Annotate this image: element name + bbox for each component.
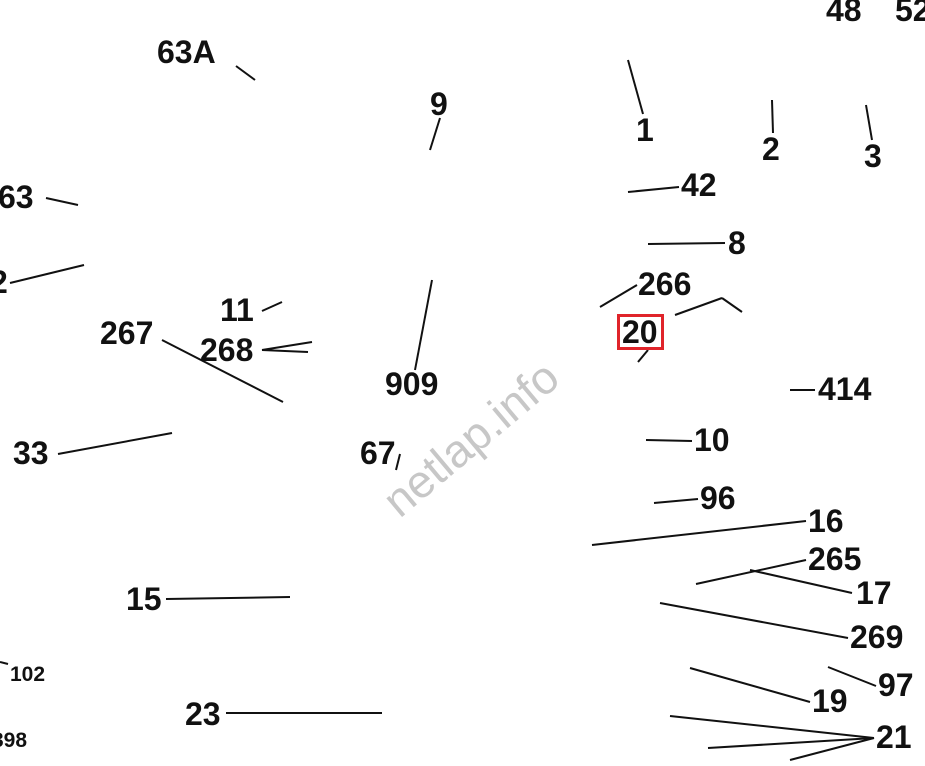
callout-909: 909 (385, 366, 439, 402)
callout-10: 10 (694, 422, 730, 458)
callout-269: 269 (850, 619, 904, 655)
leader-line-21a (669, 715, 875, 739)
leader-line-63a (235, 65, 256, 81)
callout-19: 19 (812, 683, 848, 719)
leader-line-67 (395, 453, 401, 471)
leader-line-2 (771, 99, 774, 134)
callout-398: 398 (0, 729, 28, 752)
leader-line-909 (414, 279, 433, 371)
callout-17: 17 (856, 575, 892, 611)
callout-265: 265 (808, 541, 862, 577)
callout-9: 9 (430, 86, 448, 122)
callout-67: 67 (360, 435, 396, 471)
leader-line-102 (0, 661, 9, 665)
leader-line-20 (637, 349, 649, 363)
callout-266: 266 (638, 266, 692, 302)
leader-line-15 (165, 596, 291, 600)
leader-line-11 (261, 301, 283, 312)
callout-16: 16 (808, 503, 844, 539)
callout-96: 96 (700, 480, 736, 516)
leader-line-96 (653, 498, 699, 504)
callout-21: 21 (876, 719, 912, 755)
callout-33: 33 (13, 435, 49, 471)
leader-line-63 (45, 197, 79, 206)
callout-23: 23 (185, 696, 221, 732)
callout-15: 15 (126, 581, 162, 617)
callout-42: 42 (681, 167, 717, 203)
leader-line-268b (261, 349, 309, 353)
leader-line-269 (659, 602, 849, 639)
leader-line-266 (599, 284, 638, 308)
callout-267: 267 (100, 315, 154, 351)
leader-line-9 (429, 117, 441, 151)
leader-line-21c (789, 737, 875, 761)
callout-2-left: 2 (0, 266, 8, 298)
leader-line-267 (161, 339, 284, 403)
callout-1: 1 (636, 112, 654, 148)
callout-97: 97 (878, 667, 914, 703)
leader-line-265 (695, 559, 807, 585)
callout-48: 48 (826, 0, 862, 28)
leader-line-16 (591, 520, 807, 546)
leader-line-1 (627, 59, 644, 115)
callout-102: 102 (10, 663, 46, 686)
leader-line-266c (721, 297, 743, 313)
callout-63a: 63A (157, 34, 216, 70)
leader-line-266b (674, 297, 723, 316)
leader-line-42 (627, 186, 680, 193)
callout-52: 52 (895, 0, 925, 28)
callout-63: 63 (0, 179, 34, 215)
callout-414: 414 (818, 371, 872, 407)
leader-line-8 (647, 242, 726, 245)
callout-highlight-box (617, 314, 664, 350)
leader-line-10 (645, 439, 693, 442)
leader-line-33 (57, 432, 173, 455)
callout-8: 8 (728, 225, 746, 261)
callout-3: 3 (864, 138, 882, 174)
leader-line-97 (827, 666, 877, 687)
callout-268: 268 (200, 332, 254, 368)
leader-line-17 (749, 569, 853, 594)
leader-line-21b (707, 737, 875, 749)
leader-line-19 (689, 667, 811, 703)
callout-2: 2 (762, 131, 780, 167)
callout-11: 11 (220, 292, 254, 328)
leader-line-2-left (9, 264, 85, 284)
callout-20: 20 (622, 314, 658, 350)
leader-line-268a (261, 341, 313, 351)
leader-line-3 (865, 104, 873, 141)
